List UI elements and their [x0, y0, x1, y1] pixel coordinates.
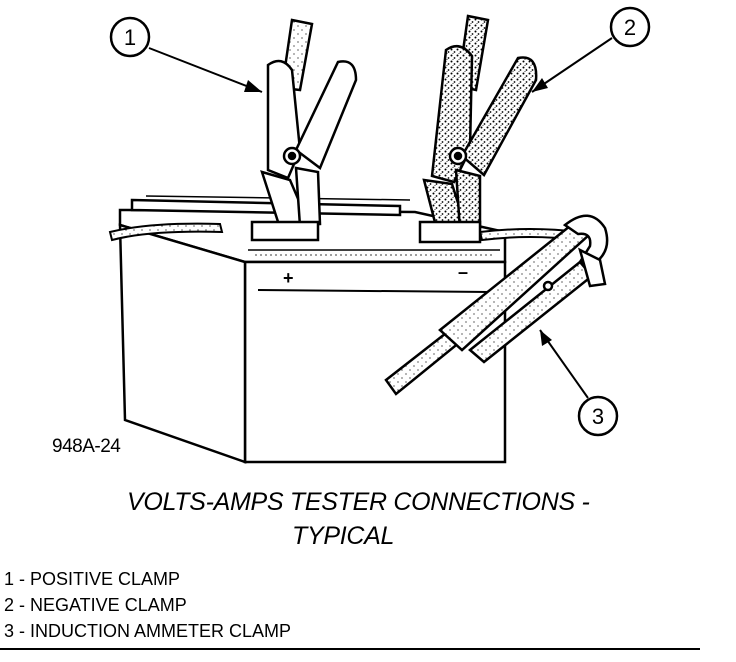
- battery-tester-illustration: + –: [108, 6, 651, 464]
- callout-3: 3: [539, 329, 619, 437]
- callout-1-number: 1: [124, 25, 136, 50]
- legend-item-induction-ammeter-clamp: 3 - INDUCTION AMMETER CLAMP: [4, 621, 292, 641]
- callout-3-number: 3: [592, 404, 604, 429]
- callout-1: 1: [109, 16, 263, 93]
- figure-code: 948A-24: [52, 436, 121, 457]
- positive-terminal-symbol: +: [283, 268, 294, 288]
- caption-title-line-2: TYPICAL: [292, 522, 395, 550]
- callout-2-number: 2: [624, 15, 636, 40]
- callout-2: 2: [531, 6, 651, 93]
- legend-item-positive-clamp: 1 - POSITIVE CLAMP: [4, 569, 181, 589]
- legend-item-negative-clamp: 2 - NEGATIVE CLAMP: [4, 595, 187, 615]
- caption-title-line-1: VOLTS-AMPS TESTER CONNECTIONS -: [127, 488, 590, 516]
- negative-terminal-symbol: –: [458, 262, 468, 282]
- legend: 1 - POSITIVE CLAMP 2 - NEGATIVE CLAMP 3 …: [4, 566, 291, 644]
- battery: [118, 195, 507, 464]
- bottom-divider: [0, 648, 700, 650]
- positive-clamp: [250, 18, 358, 242]
- negative-clamp: [418, 14, 538, 244]
- induction-ammeter-clamp: [384, 214, 609, 396]
